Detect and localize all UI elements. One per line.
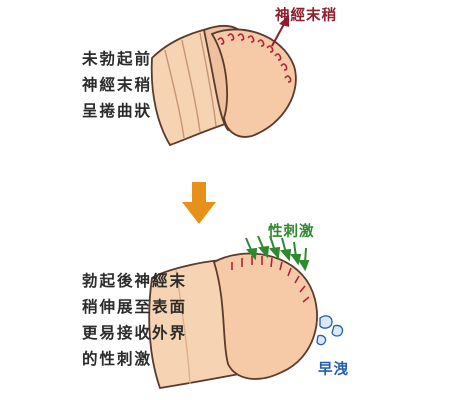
flaccid-caption-line-2: 神經末稍 [82, 76, 153, 94]
erect-caption-line-3: 更易接收外界 [82, 324, 188, 342]
ejaculation-droplets [316, 315, 344, 346]
flaccid-penis-illustration [150, 15, 297, 147]
stimulus-label: 性刺激 [268, 224, 315, 240]
erect-caption-line-2: 稍伸展至表面 [82, 298, 188, 316]
premature-ejaculation-label: 早洩 [318, 362, 349, 378]
erect-glans [212, 252, 318, 380]
curled-nerve-endings [217, 33, 292, 83]
flaccid-caption-line-3: 呈捲曲狀 [82, 102, 153, 120]
erect-caption: 勃起後神經末 稍伸展至表面 更易接收外界 的性刺激 [82, 268, 187, 372]
erect-caption-line-4: 的性刺激 [82, 350, 153, 368]
stretched-nerve-endings [231, 256, 310, 303]
erect-caption-line-1: 勃起後神經末 [82, 272, 188, 290]
flaccid-caption: 未勃起前 神經末稍 呈捲曲狀 [82, 46, 152, 124]
stimulus-arrows [245, 235, 310, 272]
erect-penis-illustration [148, 235, 344, 390]
nerve-pointer-arrow [279, 15, 289, 27]
flaccid-glans [210, 28, 297, 138]
flaccid-caption-line-1: 未勃起前 [82, 50, 153, 68]
nerve-endings-annotation: 神經末稍 [275, 8, 337, 24]
transition-arrow [182, 182, 216, 224]
